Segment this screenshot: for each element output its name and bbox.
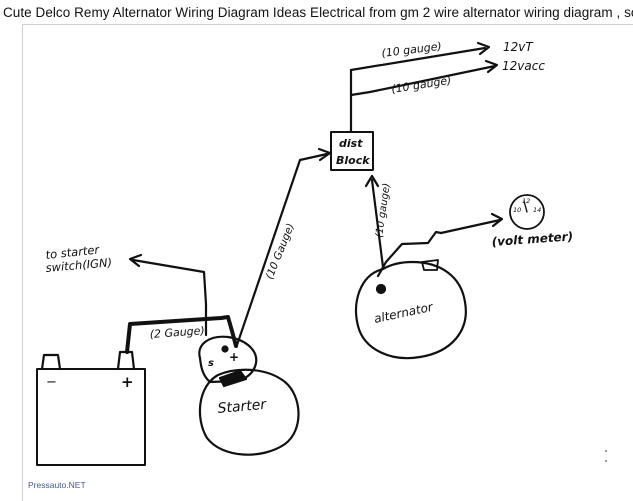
dist-block [330,131,374,171]
battery-pos-label: + [121,373,134,391]
battery-neg-post [40,353,62,371]
starter-terminal-plus-label: + [229,350,239,364]
arrow-12vt [476,41,491,56]
starter-switch-label-2: switch(IGN) [45,255,113,275]
arrow-to-meter [490,212,504,228]
alternator-wire [376,230,443,278]
arrow-starter-to-dist [317,147,332,162]
starter-label: Starter [217,397,268,417]
arrow-12vacc [484,59,499,74]
alternator-label: alternator [373,300,435,326]
dist-block-label-2: Block [336,154,370,167]
starter-solenoid [198,335,258,384]
wire-alternator-to-meter [439,218,502,235]
wire-alternator-to-dist [370,178,385,269]
volt-meter-needle [523,200,528,213]
wire-label-alt-dist: (10 gauge) [374,182,393,238]
page-title: Cute Delco Remy Alternator Wiring Diagra… [3,5,633,20]
gauge-mark-10: 10 [513,206,521,214]
battery-cable-label: (2 Gauge) [149,324,205,341]
battery-neg-label: − [46,375,57,390]
gauge-mark-12: 12 [522,197,530,205]
alternator-terminal [375,283,387,295]
alternator-plug [421,259,439,271]
watermark: Pressauto.NET [28,480,86,490]
starter-switch-label-1: to starter [45,242,101,262]
arrow-alt-to-dist [364,174,380,188]
alternator-body [354,260,467,360]
battery-pos-post [116,350,136,371]
wire-starter-to-dist [235,152,329,347]
starter-body [198,368,300,456]
corner-dot-2 [604,459,608,463]
dist-block-label-1: dist [339,137,363,150]
output-label-12vt: 12vT [503,40,534,54]
battery-cable [125,315,238,354]
output-label-12vacc: 12vacc [502,59,545,73]
wire-label-top-2: (10 gauge) [390,74,452,96]
battery-body [36,368,146,466]
starter-terminal-dot [221,345,229,353]
volt-meter-label: (volt meter) [491,229,573,249]
arrow-starter-switch [128,253,143,268]
gauge-mark-14: 14 [533,206,541,214]
wire-12vt [349,46,487,72]
starter-marking [218,369,248,388]
corner-dot-1 [604,449,608,453]
image-frame [22,24,633,501]
starter-terminal-s-label: s [208,358,214,369]
wire-12vacc [349,64,497,97]
volt-meter-gauge [509,194,545,230]
